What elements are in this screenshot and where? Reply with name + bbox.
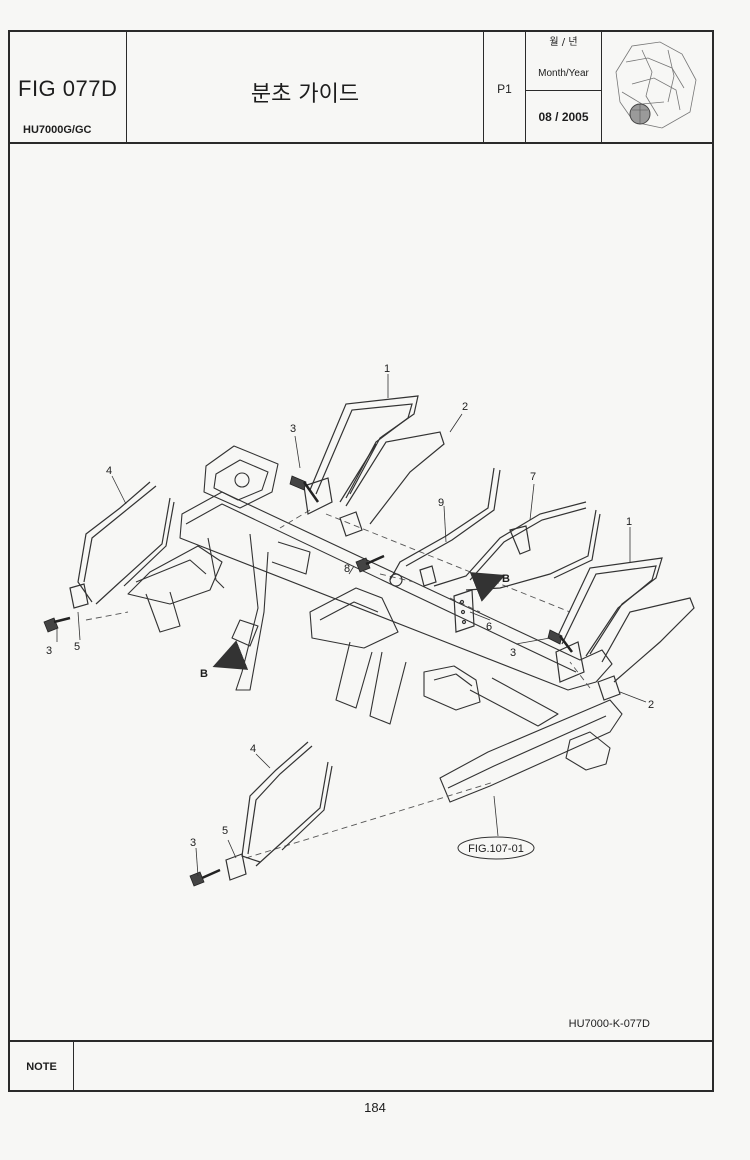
callout-6: 6 (486, 621, 492, 633)
page-number: 184 (364, 1100, 386, 1115)
title-block: FIG 077D HU7000G/GC 분초 가이드 P1 월 / 년 Mont… (10, 32, 712, 144)
callout-3-upper: 3 (290, 423, 296, 435)
callout-leaders (56, 374, 647, 877)
callout-3-lower: 3 (190, 837, 196, 849)
note-row: NOTE (10, 1040, 712, 1092)
callout-3-right: 3 (510, 647, 516, 659)
page-title: 분초 가이드 (250, 82, 360, 107)
figure-cell: FIG 077D HU7000G/GC (10, 32, 127, 142)
model-code: HU7000G/GC (23, 124, 92, 136)
assembly-guide-lines (85, 509, 591, 859)
callout-4-lower: 4 (250, 743, 256, 755)
month-year-cell: 월 / 년 Month/Year 08 / 2005 (526, 32, 602, 142)
divider (526, 90, 601, 91)
svg-text:FIG.107-01: FIG.107-01 (468, 843, 524, 855)
callout-3-left: 3 (46, 645, 52, 657)
callout-9: 9 (438, 497, 444, 509)
callout-1-right: 1 (626, 516, 632, 528)
exploded-parts-diagram: B B (10, 142, 712, 1040)
guide-rod-7 (433, 501, 601, 591)
title-cell: 분초 가이드 (127, 32, 484, 142)
reference-figure-tag: FIG.107-01 (457, 836, 535, 860)
month-year-label: Month/Year (538, 68, 589, 79)
guide-rod-4-lower (225, 741, 333, 881)
thumbnail-cell (602, 32, 712, 142)
callout-5-left: 5 (74, 641, 80, 653)
callout-7: 7 (530, 471, 536, 483)
drawing-code: HU7000-K-077D (569, 1018, 650, 1030)
guide-rod-4-left (69, 481, 175, 609)
machine-thumbnail-icon (615, 41, 697, 129)
main-frame (127, 445, 623, 803)
view-arrow-b-left: B (200, 640, 249, 680)
guide-rod-1-right (555, 557, 695, 701)
callout-8: 8 (344, 563, 350, 575)
plate-6 (453, 589, 475, 633)
figure-number: FIG 077D (18, 76, 118, 101)
callout-2-upper: 2 (462, 401, 468, 413)
callout-labels: 1 2 3 4 3 5 1 2 3 7 9 8 6 4 5 3 (46, 363, 654, 849)
month-year-korean: 월 / 년 (549, 37, 578, 48)
bolt-icons (43, 475, 573, 887)
revision-date: 08 / 2005 (538, 110, 589, 124)
callout-5-lower: 5 (222, 825, 228, 837)
guide-rod-1-upper (303, 395, 445, 537)
svg-text:B: B (502, 573, 510, 585)
drawing-frame: FIG 077D HU7000G/GC 분초 가이드 P1 월 / 년 Mont… (8, 30, 714, 1092)
view-arrow-b-right: B (469, 572, 510, 602)
callout-1-upper: 1 (384, 363, 390, 375)
callout-2-right: 2 (648, 699, 654, 711)
svg-text:B: B (200, 668, 208, 680)
note-label: NOTE (10, 1042, 74, 1092)
callout-4-left: 4 (106, 465, 112, 477)
page-label-cell: P1 (484, 32, 526, 142)
page-label: P1 (497, 82, 512, 96)
parts-drawing: B B (43, 363, 695, 1030)
